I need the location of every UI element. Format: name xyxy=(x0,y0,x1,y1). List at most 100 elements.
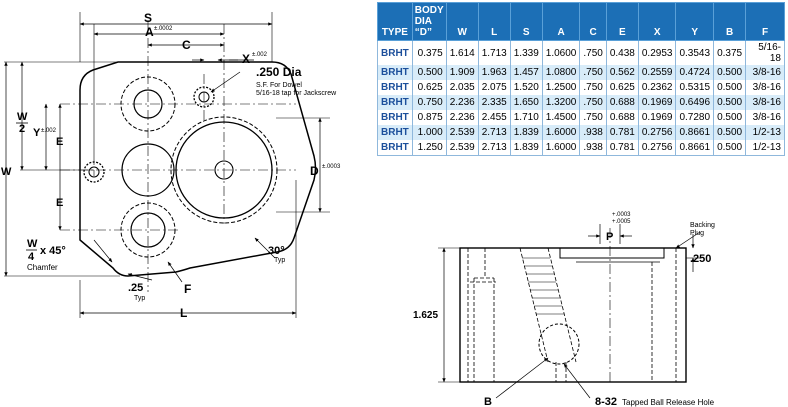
table-cell: 0.7280 xyxy=(675,110,715,125)
side-view xyxy=(438,224,701,399)
table-cell: 0.438 xyxy=(605,40,639,65)
jackscrew-hole-inner xyxy=(88,166,100,178)
table-cell-type: BRHT xyxy=(377,140,413,156)
table-cell: 2.236 xyxy=(445,110,479,125)
table-cell: .750 xyxy=(579,65,607,80)
label-y-tol: ±.002 xyxy=(41,128,57,134)
table-cell: 0.1969 xyxy=(637,95,677,110)
header-body-dia: BODY DIA “D” xyxy=(411,2,447,41)
table-cell: 0.2362 xyxy=(637,80,677,95)
table-cell: 1.713 xyxy=(477,40,511,65)
header-a: A xyxy=(541,2,581,41)
upper-bore xyxy=(120,76,176,132)
label-w-half-num: W xyxy=(17,111,28,123)
body-bore-outer xyxy=(170,116,278,224)
label-dowel-dia: .250 Dia xyxy=(256,65,302,79)
label-w: W xyxy=(1,166,12,178)
table-cell: 1.3200 xyxy=(541,95,581,110)
table-cell: 0.375 xyxy=(411,40,447,65)
plate-outline xyxy=(79,61,317,277)
dowel-hole-inner xyxy=(198,91,210,103)
table-cell: 3/8-16 xyxy=(745,95,785,110)
top-view-labels: S A ±.0002 C X ±.002 .250 Dia S.F. For D… xyxy=(1,11,341,320)
table-cell: 1/2-13 xyxy=(745,140,785,156)
table-cell: .750 xyxy=(579,95,607,110)
table-cell: 2.075 xyxy=(477,80,511,95)
table-cell: 0.2756 xyxy=(637,140,677,156)
backing-pocket xyxy=(559,248,665,259)
header-s: S xyxy=(509,2,543,41)
label-l: L xyxy=(180,306,187,320)
table-cell: 1.614 xyxy=(445,40,479,65)
table-cell: 0.2953 xyxy=(637,40,677,65)
label-angle: 30° xyxy=(268,245,285,257)
table-cell: 1.963 xyxy=(477,65,511,80)
table-cell: 0.375 xyxy=(713,40,747,65)
label-f: F xyxy=(184,282,191,296)
label-angle-typ: Typ xyxy=(274,257,285,264)
table-cell: 3/8-16 xyxy=(745,80,785,95)
label-d-tol: ±.0003 xyxy=(322,164,341,170)
table-cell: 0.500 xyxy=(713,65,747,80)
label-s-tol: ±.0002 xyxy=(154,26,173,32)
label-y: Y xyxy=(33,127,41,139)
table-cell: 0.2559 xyxy=(637,65,677,80)
table-cell: 2.539 xyxy=(445,125,479,140)
table-cell: 1.909 xyxy=(445,65,479,80)
table-cell: 0.562 xyxy=(605,65,639,80)
body-bore xyxy=(175,121,273,219)
label-a: A xyxy=(145,25,154,39)
table-cell: 0.625 xyxy=(605,80,639,95)
ball xyxy=(538,323,580,365)
table-cell: 2.713 xyxy=(477,140,511,156)
table-cell-type: BRHT xyxy=(377,110,413,125)
table-cell: 1.250 xyxy=(411,140,447,156)
table-cell: 0.5315 xyxy=(675,80,715,95)
table-cell: 1.839 xyxy=(509,140,543,156)
table-cell: 1.2500 xyxy=(541,80,581,95)
table-cell: 1.000 xyxy=(411,125,447,140)
label-dowel-note-2: 5/16-18 tap for Jackscrew xyxy=(256,90,337,97)
label-p: P xyxy=(606,231,613,243)
center-bore xyxy=(121,143,175,197)
label-e-lower: E xyxy=(56,197,63,209)
header-e: E xyxy=(605,2,639,41)
table-cell: 1.457 xyxy=(509,65,543,80)
label-dowel-note-1: S.F. For Dowel xyxy=(256,82,302,89)
table-cell: 0.781 xyxy=(605,140,639,156)
label-backing-2: Plug xyxy=(690,230,704,237)
table-cell: 3/8-16 xyxy=(745,110,785,125)
header-y: Y xyxy=(675,2,715,41)
table-cell: 0.500 xyxy=(713,140,747,156)
tapped-thread-hatch xyxy=(522,257,564,315)
table-cell: 1.650 xyxy=(509,95,543,110)
label-height: 1.625 xyxy=(413,310,438,321)
table-cell: 0.4724 xyxy=(675,65,715,80)
table-cell: 1.710 xyxy=(509,110,543,125)
table-cell: .938 xyxy=(579,140,607,156)
side-view-labels: +.0003 +.0005 P Backing Plug .250 1.625 … xyxy=(413,212,715,407)
table-cell: 1.339 xyxy=(509,40,543,65)
label-x-tol: ±.002 xyxy=(252,52,268,58)
header-l: L xyxy=(477,2,511,41)
table-cell: 0.500 xyxy=(411,65,447,80)
label-p-tol-plus: +.0003 xyxy=(612,212,631,218)
table-cell: 5/16-18 xyxy=(745,40,785,65)
body-bore-center xyxy=(214,160,234,180)
header-c: C xyxy=(579,2,607,41)
table-cell: 2.035 xyxy=(445,80,479,95)
table-cell-type: BRHT xyxy=(377,65,413,80)
table-cell: 0.500 xyxy=(713,110,747,125)
label-d: D xyxy=(310,164,319,178)
table-cell: 0.781 xyxy=(605,125,639,140)
table-cell: 0.6496 xyxy=(675,95,715,110)
header-b: B xyxy=(713,2,747,41)
centerlines xyxy=(60,20,296,292)
table-cell-type: BRHT xyxy=(377,40,413,65)
table-cell: 2.539 xyxy=(445,140,479,156)
